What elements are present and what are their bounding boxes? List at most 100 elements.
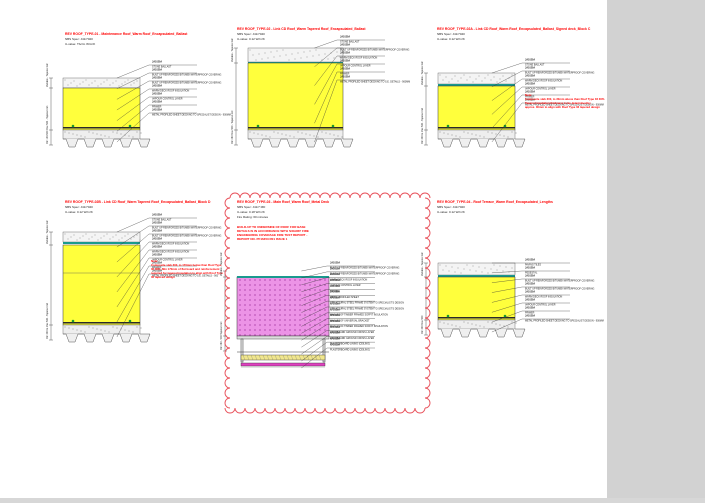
wool-hatch — [244, 319, 246, 321]
aggregate-dot — [511, 321, 513, 323]
warm-deck-insulation — [247, 62, 344, 131]
ballast-stone — [73, 234, 75, 236]
ballast-stone — [279, 55, 281, 57]
layer-label: WARM DECK ROOF INSULATION — [340, 57, 377, 60]
soffit-hatch — [254, 354, 258, 361]
leader-line — [491, 294, 570, 303]
wool-hatch — [294, 284, 296, 286]
roof-detail-1: REV ROOF_TYPE-01 - Maintenance Roof_Warm… — [46, 32, 231, 148]
wool-hatch — [319, 289, 321, 291]
detail-uvalue: U-value: 0.12 W/m²K — [65, 210, 93, 214]
layer-label: BUILT UP REINFORCED BITUMEN WATERPROOF C… — [525, 280, 594, 283]
leader-line — [491, 286, 570, 293]
ballast-stone — [100, 237, 102, 239]
wool-hatch — [274, 279, 276, 281]
layer-ref-code: JA1020A — [152, 269, 162, 272]
aggregate-dot — [104, 135, 106, 137]
vapour-control-layer — [63, 127, 140, 129]
layer-label: PRIMER — [525, 96, 535, 99]
wool-hatch — [299, 314, 301, 316]
layer-label: PEDESTAL — [525, 272, 538, 275]
ballast-stone — [454, 75, 456, 77]
warm-deck-insulation — [437, 85, 516, 131]
wool-hatch — [274, 319, 276, 321]
wool-hatch — [294, 334, 296, 336]
aggregate-dot — [301, 132, 303, 134]
wool-hatch — [319, 299, 321, 301]
ballast-stone — [460, 77, 462, 79]
aggregate-dot — [443, 132, 445, 134]
layer-label: METAL PROFILED SHEET DECKING TO SPECIALI… — [525, 320, 604, 323]
wool-hatch — [239, 324, 241, 326]
aggregate-dot — [483, 136, 485, 138]
ballast-stone — [73, 80, 75, 82]
leader-line — [491, 62, 570, 74]
soffit-hatch — [246, 354, 250, 361]
ballast-stone — [300, 57, 302, 59]
wool-hatch — [309, 324, 311, 326]
aggregate-dot — [475, 134, 477, 136]
ballast-stone — [514, 272, 516, 274]
aggregate-dot — [467, 132, 469, 134]
soffit-hatch — [318, 354, 322, 361]
layer-ref-code: JA1020A — [152, 253, 162, 256]
layer-ref-code: JA1020A — [525, 314, 535, 317]
wool-hatch — [279, 299, 281, 301]
aggregate-dot — [92, 132, 94, 134]
aggregate-dot — [68, 327, 70, 329]
detail-spec: NBS Spec: J41/7040 — [237, 32, 265, 36]
layer-ref-code: XF1020A — [330, 314, 340, 317]
profiled-deck-ribs — [438, 138, 526, 148]
wool-hatch — [259, 314, 261, 316]
leader-line — [301, 289, 375, 299]
ballast-stone — [103, 235, 105, 237]
ballast-stone — [487, 74, 489, 76]
ballast-stone — [294, 58, 296, 60]
concrete-deck — [62, 129, 151, 148]
wool-hatch — [299, 334, 301, 336]
aggregate-dot — [471, 323, 473, 325]
fixing-dot — [256, 124, 260, 128]
aggregate-dot — [475, 324, 477, 326]
wool-hatch — [274, 334, 276, 336]
leader-line — [491, 310, 570, 323]
aggregate-dot — [341, 136, 343, 138]
wool-hatch — [314, 329, 316, 331]
layer-label: PRIMER — [152, 267, 162, 270]
aggregate-dot — [76, 329, 78, 331]
fixing-dot — [71, 319, 75, 323]
aggregate-dot — [455, 325, 457, 327]
ballast-stone — [472, 81, 474, 83]
aggregate-dot — [471, 133, 473, 135]
aggregate-dot — [112, 326, 114, 328]
layer-label: METAL PROFILED SHEET DECKING TO SPECIALI… — [152, 114, 231, 117]
layer-ref-code: JA1020A — [525, 298, 535, 301]
layer-ref-code: JA1020A — [330, 267, 340, 270]
wool-hatch — [239, 309, 241, 311]
wool-hatch — [274, 299, 276, 301]
plasterboard-ceiling — [240, 362, 326, 367]
layer-ref-code: JA1020A — [525, 90, 535, 93]
leader-line — [314, 63, 385, 105]
layer-label: WARM DECK ROOF INSULATION — [152, 243, 189, 246]
aggregate-dot — [100, 134, 102, 136]
layer-label: VAPOUR CONTROL LAYER — [152, 98, 183, 101]
layer-ref-code: JA1020A — [525, 66, 535, 69]
wool-hatch — [319, 319, 321, 321]
ballast-stone — [469, 76, 471, 78]
aggregate-dot — [459, 326, 461, 328]
wool-hatch — [289, 289, 291, 291]
leader-line — [491, 270, 570, 274]
leader-line — [116, 257, 197, 308]
aggregate-dot — [491, 322, 493, 324]
wool-hatch — [259, 324, 261, 326]
wool-hatch — [279, 294, 281, 296]
aggregate-dot — [515, 322, 517, 324]
ballast-stone — [94, 234, 96, 236]
wool-hatch — [299, 324, 301, 326]
wool-hatch — [269, 309, 271, 311]
fire-test-note: DETAILS IS IN ACCORDANCE WITH 'BOARD' FI… — [237, 229, 309, 233]
aggregate-dot — [261, 134, 263, 136]
wool-hatch — [304, 314, 306, 316]
layer-label: BUILT UP REINFORCED BITUMEN WATERPROOF C… — [525, 72, 594, 75]
